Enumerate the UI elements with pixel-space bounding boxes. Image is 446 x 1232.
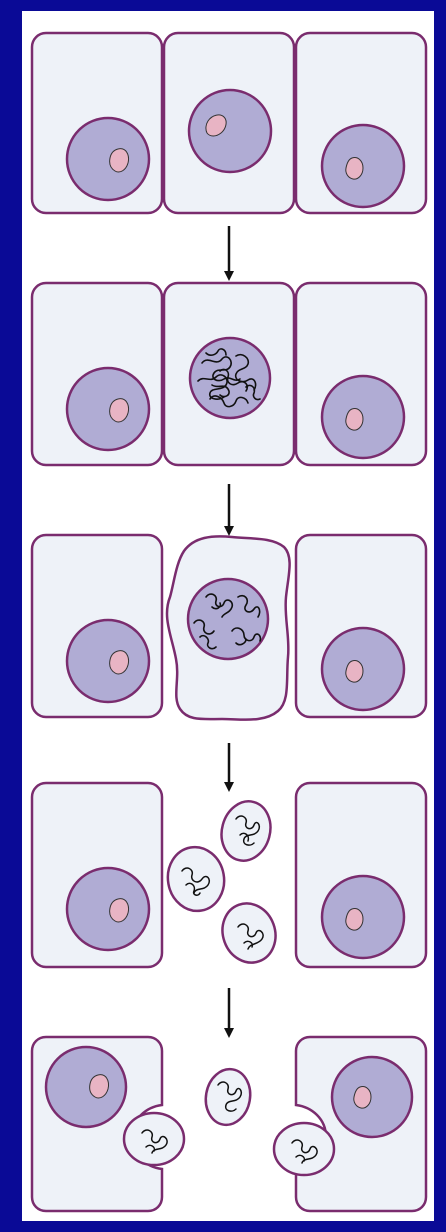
apoptosis-diagram (22, 11, 434, 1221)
apoptotic-body (220, 800, 272, 862)
chromatin-fragment (237, 923, 264, 950)
nucleolus (109, 148, 129, 173)
nucleolus (345, 157, 364, 180)
nucleus (65, 866, 151, 952)
chromatin-fragment (181, 867, 211, 896)
nucleolus (205, 114, 227, 137)
chromatin-fragment (291, 1139, 318, 1164)
apoptotic-body (221, 902, 277, 964)
stage-2-chromatin-condensation (30, 281, 428, 467)
nucleus (65, 116, 151, 202)
nucleolus (109, 650, 129, 675)
stage-3-cell-shrinkage (30, 533, 428, 721)
nucleolus (345, 408, 364, 431)
stage-5-phagocytosis (30, 1035, 428, 1213)
nucleolus (89, 1074, 109, 1099)
chromatin-fragment (141, 1129, 168, 1154)
nucleus (44, 1045, 128, 1129)
stage-1-normal-cells (30, 31, 428, 215)
stage-4-apoptotic-bodies (30, 781, 428, 969)
apoptotic-body (204, 1067, 252, 1127)
nucleolus (345, 908, 364, 931)
nucleolus (353, 1086, 372, 1109)
apoptotic-body (166, 845, 226, 913)
nucleus (65, 618, 151, 704)
nucleolus (109, 398, 129, 423)
chromatin-fragment (235, 815, 261, 846)
chromatin (197, 348, 261, 408)
nucleus (187, 88, 273, 174)
nucleolus (345, 660, 364, 683)
nucleolus (109, 898, 129, 923)
nucleus (65, 366, 151, 452)
phagosome (272, 1121, 336, 1177)
chromatin (193, 593, 262, 650)
phagosome (122, 1111, 186, 1167)
diagram-canvas (30, 31, 428, 1213)
fragmenting-nucleus (186, 577, 270, 661)
chromatin-fragment (217, 1081, 243, 1112)
nucleus (330, 1055, 414, 1139)
